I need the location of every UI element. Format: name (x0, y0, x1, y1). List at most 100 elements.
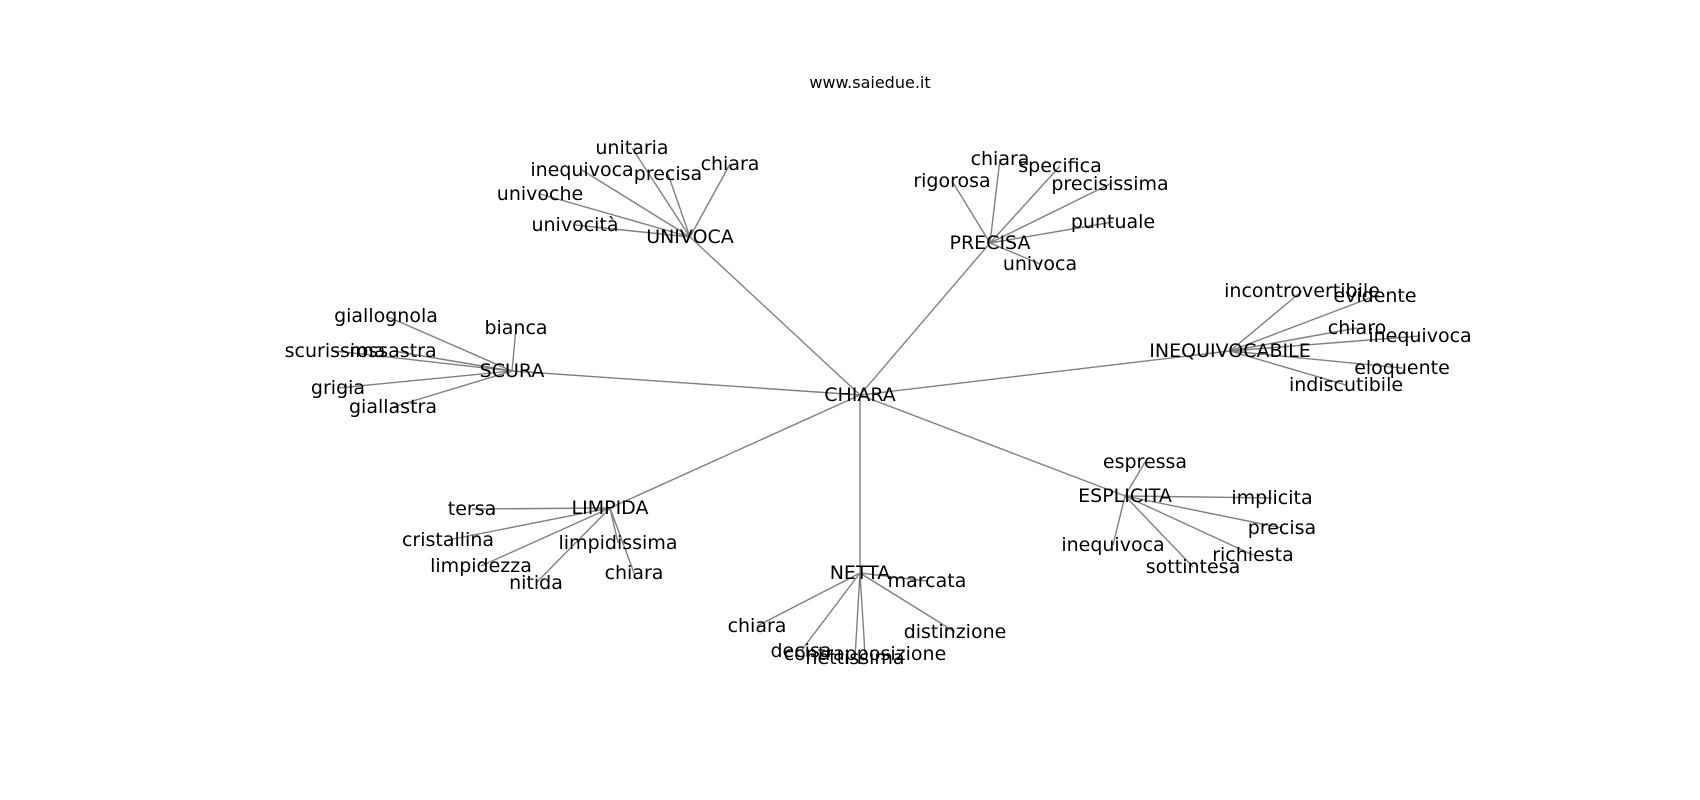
leaf-node-label: nitida (509, 572, 563, 594)
leaf-node-label: rossastra (349, 340, 436, 362)
leaf-node-label: espressa (1103, 451, 1187, 473)
leaf-node-label: decisa (770, 640, 831, 662)
edge-group-to-leaf (535, 507, 611, 584)
leaf-node-label: implicita (1231, 487, 1312, 509)
leaf-node-label: marcata (888, 570, 967, 592)
leaf-node-label: inequivoca (1368, 325, 1471, 347)
center-node-label: CHIARA (824, 384, 896, 406)
leaf-node-label: precisa (1248, 517, 1316, 539)
leaf-node-label: chiara (728, 615, 787, 637)
edge-group-to-leaf (859, 572, 956, 633)
edge-group-to-leaf (1229, 335, 1421, 352)
group-node-label: ESPLICITA (1078, 485, 1172, 507)
edge-group-to-leaf (1112, 495, 1126, 546)
edge-center-to-group (689, 236, 861, 396)
leaf-node-label: cristallina (402, 529, 494, 551)
leaf-node-label: sottintesa (1146, 556, 1240, 578)
edge-group-to-leaf (574, 224, 691, 238)
edges-layer (334, 147, 1421, 659)
edge-group-to-leaf (756, 572, 861, 627)
group-node-label: PRECISA (950, 232, 1031, 254)
leaf-node-label: scurissima (285, 340, 386, 362)
edge-group-to-leaf (989, 183, 1111, 244)
edge-group-to-leaf (1124, 461, 1146, 497)
site-watermark: www.saiedue.it (809, 73, 930, 92)
leaf-node-label: distinzione (904, 621, 1007, 643)
leaf-node-label: univocità (531, 214, 618, 236)
edge-group-to-leaf (667, 173, 691, 238)
leaf-node-label: limpidissima (559, 532, 678, 554)
edge-group-to-leaf (609, 507, 635, 574)
leaf-node-label: puntuale (1071, 211, 1155, 233)
edge-group-to-leaf (800, 572, 861, 652)
leaf-node-label: evidente (1333, 285, 1416, 307)
group-node-label: SCURA (480, 360, 545, 382)
edge-group-to-leaf (511, 327, 517, 372)
edge-group-to-leaf (689, 163, 731, 238)
leaf-node-label: inequivoca (1061, 534, 1164, 556)
edge-group-to-leaf (1124, 495, 1273, 499)
leaf-node-label: nettissima (805, 647, 904, 669)
edge-group-to-leaf (480, 507, 611, 567)
leaf-node-label: bianca (484, 317, 547, 339)
leaf-node-label: chiara (701, 153, 760, 175)
edge-center-to-group (609, 394, 861, 509)
group-node-label: INEQUIVOCABILE (1149, 340, 1310, 362)
edge-group-to-leaf (392, 370, 513, 408)
edge-center-to-group (859, 242, 991, 396)
group-node-label: NETTA (830, 562, 891, 584)
edge-group-to-leaf (334, 350, 513, 372)
leaf-node-label: precisissima (1051, 173, 1168, 195)
edge-group-to-leaf (989, 165, 1061, 244)
edge-group-to-leaf (1124, 495, 1194, 568)
leaf-node-label: richiesta (1212, 544, 1294, 566)
leaf-node-label: univoche (497, 183, 583, 205)
group-node-label: UNIVOCA (646, 226, 734, 248)
leaf-node-label: grigia (311, 377, 365, 399)
edge-group-to-leaf (989, 158, 1001, 244)
edge-group-to-leaf (1229, 290, 1303, 352)
leaf-node-label: precisa (634, 163, 702, 185)
edge-center-to-group (859, 350, 1231, 396)
edge-group-to-leaf (337, 370, 513, 389)
edge-group-to-leaf (385, 315, 513, 372)
edge-group-to-leaf (1124, 495, 1254, 556)
edge-group-to-leaf (609, 507, 619, 544)
edge-center-to-group (859, 394, 1126, 497)
leaf-node-label: specifica (1018, 155, 1101, 177)
edge-group-to-leaf (447, 507, 611, 541)
leaf-node-label: univoca (1003, 253, 1077, 275)
leaf-node-label: inequivoca (530, 159, 633, 181)
edge-group-to-leaf (1229, 295, 1376, 352)
group-node-label: LIMPIDA (572, 497, 649, 519)
leaf-node-label: incontrovertibile (1224, 280, 1380, 302)
leaf-node-label: chiara (971, 148, 1030, 170)
leaf-node-label: giallastra (349, 396, 437, 418)
leaf-node-label: eloquente (1354, 357, 1450, 379)
edge-group-to-leaf (854, 572, 861, 659)
leaf-node-label: contrapposizione (784, 643, 947, 665)
leaf-node-label: rigorosa (913, 170, 990, 192)
leaf-node-label: tersa (448, 498, 497, 520)
leaf-node-label: indiscutibile (1289, 374, 1403, 396)
edge-group-to-leaf (471, 507, 611, 510)
edge-group-to-leaf (989, 221, 1114, 244)
edge-group-to-leaf (1229, 350, 1403, 369)
edge-group-to-leaf (1229, 327, 1358, 352)
edge-group-to-leaf (581, 169, 691, 238)
edge-group-to-leaf (539, 193, 691, 238)
edge-group-to-leaf (859, 572, 928, 582)
edge-group-to-leaf (989, 242, 1041, 265)
leaf-node-label: unitaria (595, 137, 668, 159)
edge-group-to-leaf (1229, 350, 1347, 386)
leaf-node-label: chiara (605, 562, 664, 584)
edge-group-to-leaf (631, 147, 691, 238)
edge-group-to-leaf (859, 572, 866, 655)
edge-group-to-leaf (951, 180, 991, 244)
leaf-node-label: chiaro (1328, 317, 1386, 339)
edge-group-to-leaf (1124, 495, 1283, 529)
edge-center-to-group (511, 370, 861, 396)
leaf-node-label: giallognola (334, 305, 438, 327)
